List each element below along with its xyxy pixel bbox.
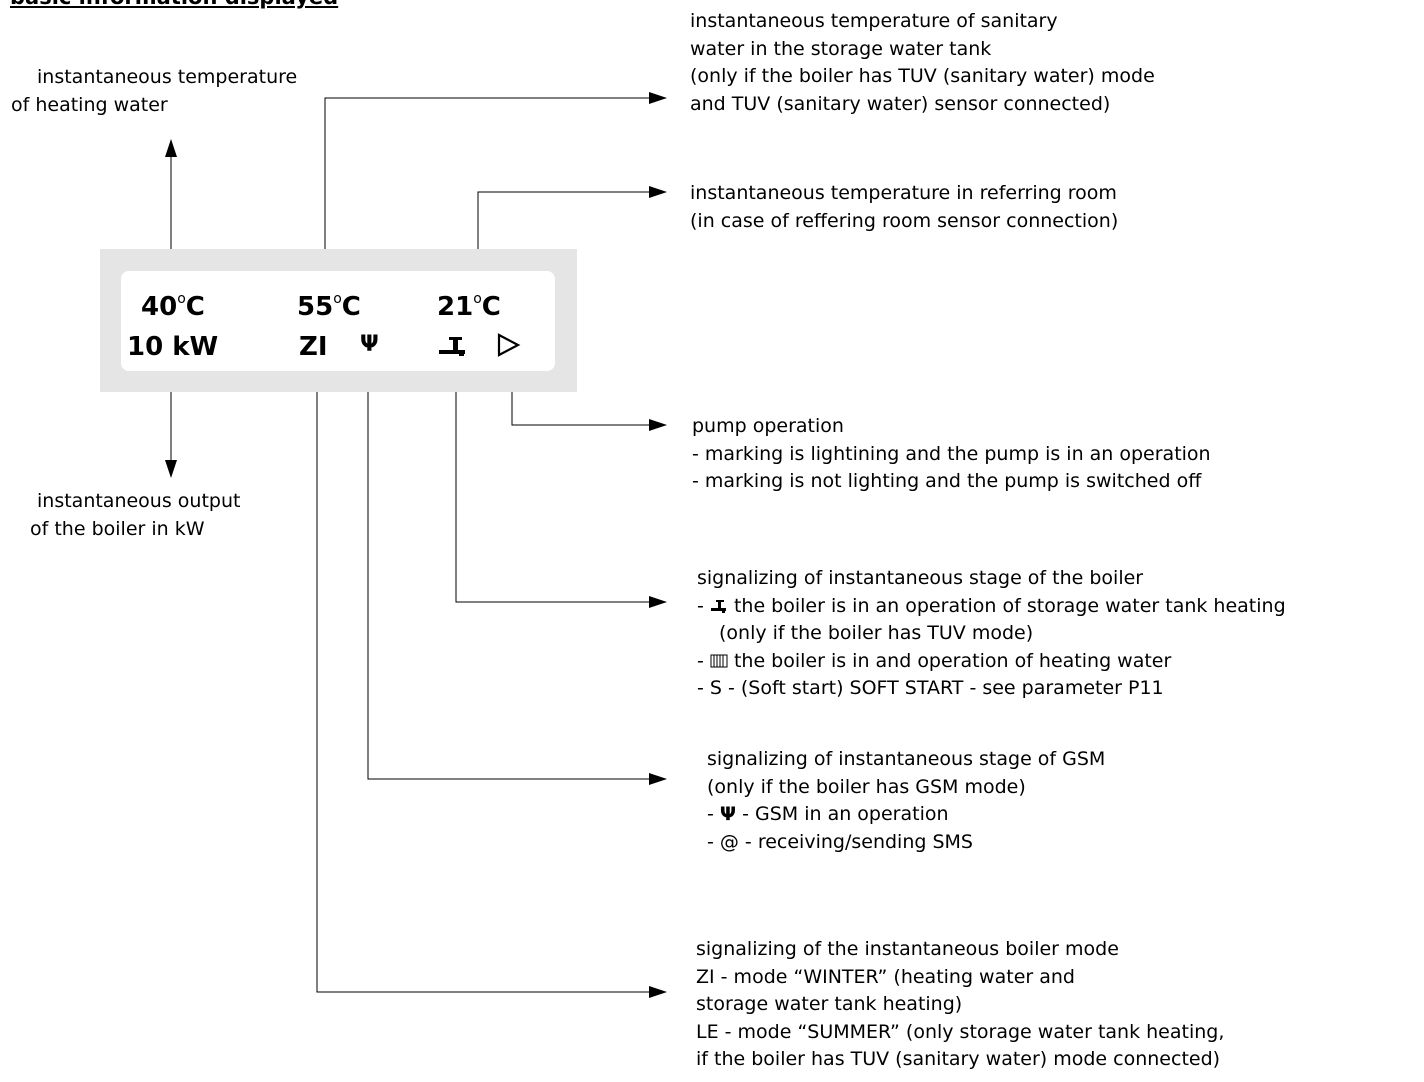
note-boiler-mode: signalizing of the instantaneous boiler …: [696, 938, 1225, 1070]
note-tank-temperature: instantaneous temperature of sanitary wa…: [690, 10, 1155, 115]
note-heating-water: instantaneous temperature of heating wat…: [11, 66, 298, 116]
note-room-temperature: instantaneous temperature in referring r…: [690, 182, 1119, 232]
tap-icon: [710, 599, 726, 613]
display-screen: [121, 271, 555, 371]
boiler-mode: ZI: [299, 332, 328, 362]
radiator-icon: [710, 654, 728, 667]
note-boiler-stage: signalizing of instantaneous stage of th…: [697, 567, 1286, 699]
page-title: basic information displayed: [10, 0, 338, 9]
note-pump: pump operation - marking is lightining a…: [692, 415, 1211, 492]
arrow-tank: [324, 92, 667, 291]
arrow-mode: [316, 362, 667, 998]
arrow-gsm: [367, 362, 667, 785]
tank-temperature: 55oC: [297, 291, 361, 322]
heating-water-temperature: 40oC: [141, 291, 205, 322]
gsm-icon: Ψ: [360, 332, 379, 357]
note-output: instantaneous output of the boiler in kW: [30, 490, 241, 540]
note-gsm: signalizing of instantaneous stage of GS…: [707, 748, 1106, 853]
room-temperature: 21oC: [437, 291, 501, 322]
boiler-output: 10 kW: [127, 332, 219, 362]
tap-icon: [439, 337, 465, 356]
pump-icon: [497, 333, 521, 357]
gsm-icon: Ψ: [719, 803, 737, 825]
arrow-stage: [455, 362, 667, 608]
